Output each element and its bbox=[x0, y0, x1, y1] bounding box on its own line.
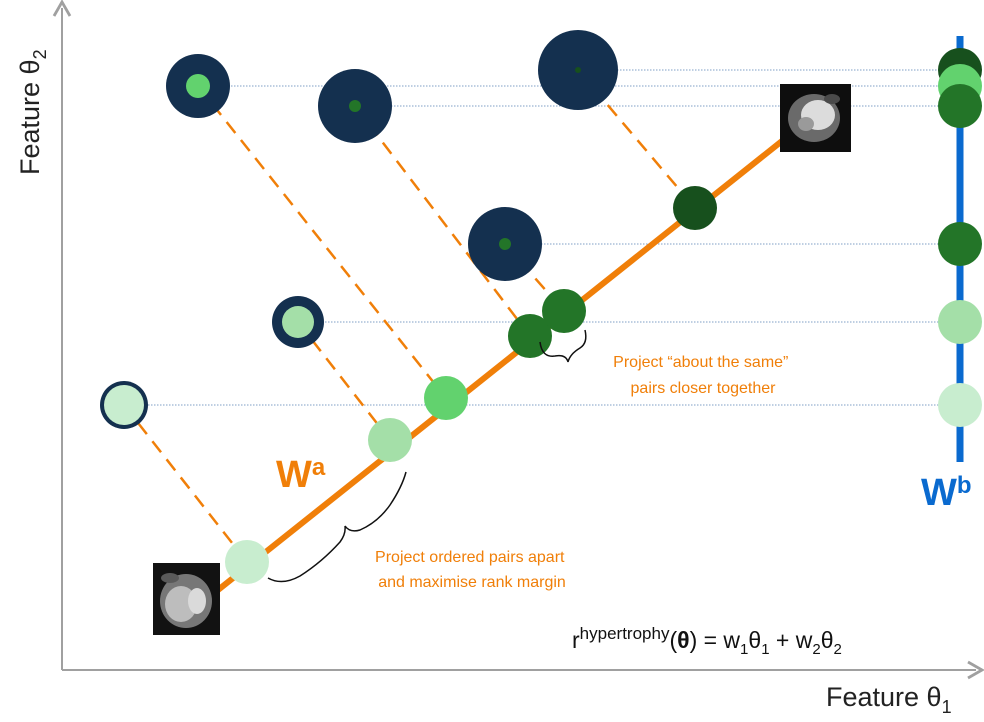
wb-label: Wb bbox=[921, 472, 972, 514]
data-point bbox=[468, 207, 542, 281]
ranking-formula: rhypertrophy(θ) = w1θ1 + w2θ2 bbox=[572, 624, 842, 658]
wb-projected-points bbox=[938, 48, 982, 427]
data-point bbox=[538, 30, 618, 110]
wa-point bbox=[673, 186, 717, 230]
mri-thumbnail-bottom bbox=[153, 563, 220, 635]
data-point bbox=[318, 69, 392, 143]
annotation-ordered-pairs: Project ordered pairs apart and maximise… bbox=[375, 549, 569, 591]
wb-point bbox=[938, 383, 982, 427]
brace-ordered-pair bbox=[267, 471, 407, 583]
data-point bbox=[100, 381, 148, 429]
projection-line bbox=[354, 105, 531, 337]
data-points bbox=[100, 30, 618, 429]
mri-thumbnail-top bbox=[780, 84, 851, 152]
wa-point bbox=[368, 418, 412, 462]
wa-point bbox=[225, 540, 269, 584]
wb-point bbox=[938, 84, 982, 128]
y-axis-title: Feature θ2 bbox=[15, 49, 50, 175]
wa-projected-points bbox=[225, 186, 717, 584]
projection-line bbox=[123, 404, 248, 563]
data-point bbox=[272, 296, 324, 348]
wb-point bbox=[938, 300, 982, 344]
annotation-about-same: Project “about the same” pairs closer to… bbox=[613, 354, 793, 397]
projection-lines bbox=[123, 69, 696, 563]
projection-line bbox=[197, 85, 447, 399]
data-point bbox=[166, 54, 230, 118]
x-axis-title: Feature θ1 bbox=[826, 682, 952, 717]
wa-label: Wa bbox=[276, 454, 326, 496]
wa-point bbox=[424, 376, 468, 420]
wa-point bbox=[542, 289, 586, 333]
wb-point bbox=[938, 222, 982, 266]
brace-close-pair bbox=[539, 329, 587, 363]
